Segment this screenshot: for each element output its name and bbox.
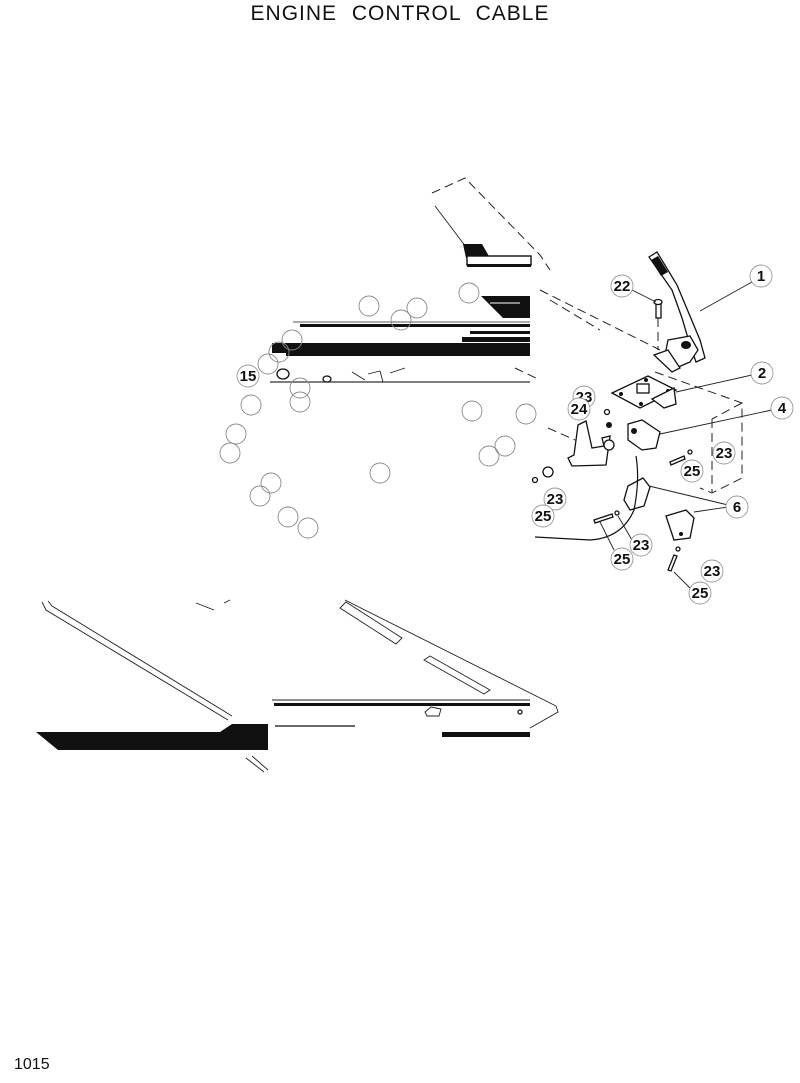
svg-text:23: 23: [633, 537, 650, 554]
svg-text:4: 4: [778, 400, 787, 417]
mounting-plate: [610, 374, 753, 409]
svg-text:2: 2: [758, 365, 766, 382]
svg-text:25: 25: [535, 508, 552, 525]
empty-callout-circle: [406, 297, 428, 319]
callout-25: 25: [531, 504, 555, 528]
empty-callout-circle: [297, 517, 319, 539]
cable-bracket: [627, 409, 773, 451]
floor-plate: [36, 599, 559, 773]
svg-text:23: 23: [704, 563, 721, 580]
callout-25: 25: [688, 581, 712, 605]
empty-callout-circle: [458, 282, 480, 304]
svg-text:1: 1: [757, 268, 765, 285]
empty-callout-circle: [289, 391, 311, 413]
bolts-25: [593, 449, 693, 589]
callout-4: 4: [770, 396, 794, 420]
svg-text:22: 22: [614, 278, 631, 295]
control-lever: [648, 251, 753, 373]
empty-callout-circle: [240, 394, 262, 416]
callout-2: 2: [750, 361, 774, 385]
bolt-22: [631, 289, 663, 350]
cable-clamp: [534, 455, 729, 541]
empty-callout-circle: [478, 445, 500, 467]
callout-23: 23: [700, 559, 724, 583]
svg-text:15: 15: [240, 368, 257, 385]
callout-23: 23: [629, 533, 653, 557]
svg-text:25: 25: [692, 585, 709, 602]
callout-15: 15: [236, 364, 260, 388]
empty-callout-circle: [249, 485, 271, 507]
empty-callout-circle: [257, 353, 279, 375]
svg-text:24: 24: [571, 401, 588, 418]
pedestal-box: [539, 289, 743, 494]
empty-callout-circle: [268, 341, 290, 363]
svg-text:25: 25: [614, 551, 631, 568]
callout-25: 25: [680, 459, 704, 483]
svg-text:25: 25: [684, 463, 701, 480]
callout-6: 6: [725, 495, 749, 519]
svg-text:23: 23: [716, 445, 733, 462]
empty-callout-circle: [277, 506, 299, 528]
empty-callout-circle: [289, 377, 311, 399]
callout-22: 22: [610, 274, 634, 298]
console-frame: [270, 177, 551, 383]
empty-callout-circle: [260, 472, 282, 494]
side-arm: [531, 408, 615, 484]
empty-callout-circle: [219, 442, 241, 464]
empty-callout-circle: [461, 400, 483, 422]
diagram-title: ENGINE CONTROL CABLE: [250, 2, 550, 25]
empty-callout-circle: [369, 462, 391, 484]
callout-25: 25: [610, 547, 634, 571]
callout-1: 1: [749, 264, 773, 288]
empty-callout-circle: [494, 435, 516, 457]
empty-callout-circle: [281, 329, 303, 351]
empty-callout-circle: [358, 295, 380, 317]
svg-text:6: 6: [733, 499, 741, 516]
callout-23: 23: [712, 441, 736, 465]
empty-callout-circle: [390, 309, 412, 331]
empty-callout-circle: [515, 403, 537, 425]
empty-callout-circle: [225, 423, 247, 445]
callout-23: 23: [543, 487, 567, 511]
page-number: 1015: [14, 1056, 50, 1073]
ghost-reference-bubbles: [219, 282, 537, 539]
svg-text:23: 23: [547, 491, 564, 508]
callout-24: 24: [567, 397, 591, 421]
